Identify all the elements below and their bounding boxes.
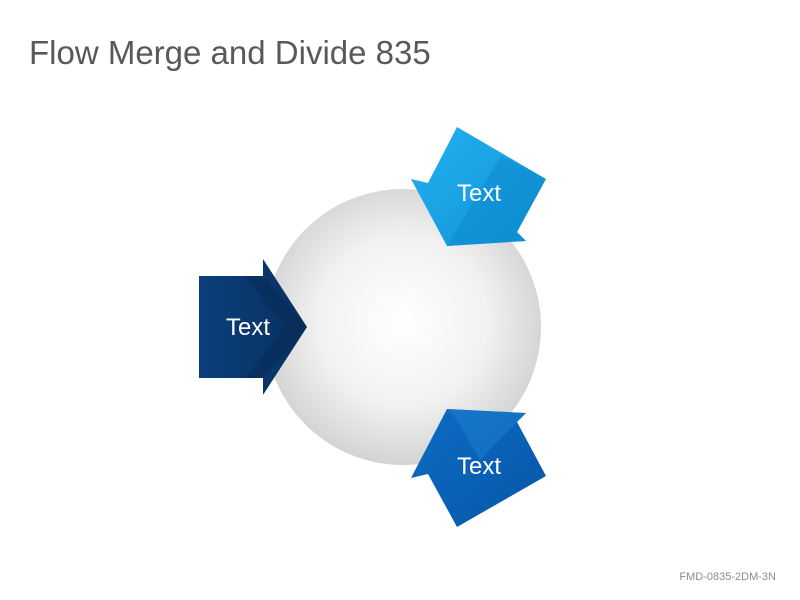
arrow-left-inbound: Text [199, 259, 307, 395]
arrow-upper-right-outbound: Text [411, 127, 546, 246]
arrow-lower-right-outbound: Text [411, 409, 546, 527]
slide-code: FMD-0835-2DM-3N [679, 571, 776, 583]
arrow-left-label: Text [226, 314, 270, 341]
arrow-lower-right-label: Text [457, 453, 501, 480]
slide-title: Flow Merge and Divide 835 [29, 34, 431, 71]
central-circle [265, 189, 541, 465]
arrow-upper-right-label: Text [457, 180, 501, 207]
